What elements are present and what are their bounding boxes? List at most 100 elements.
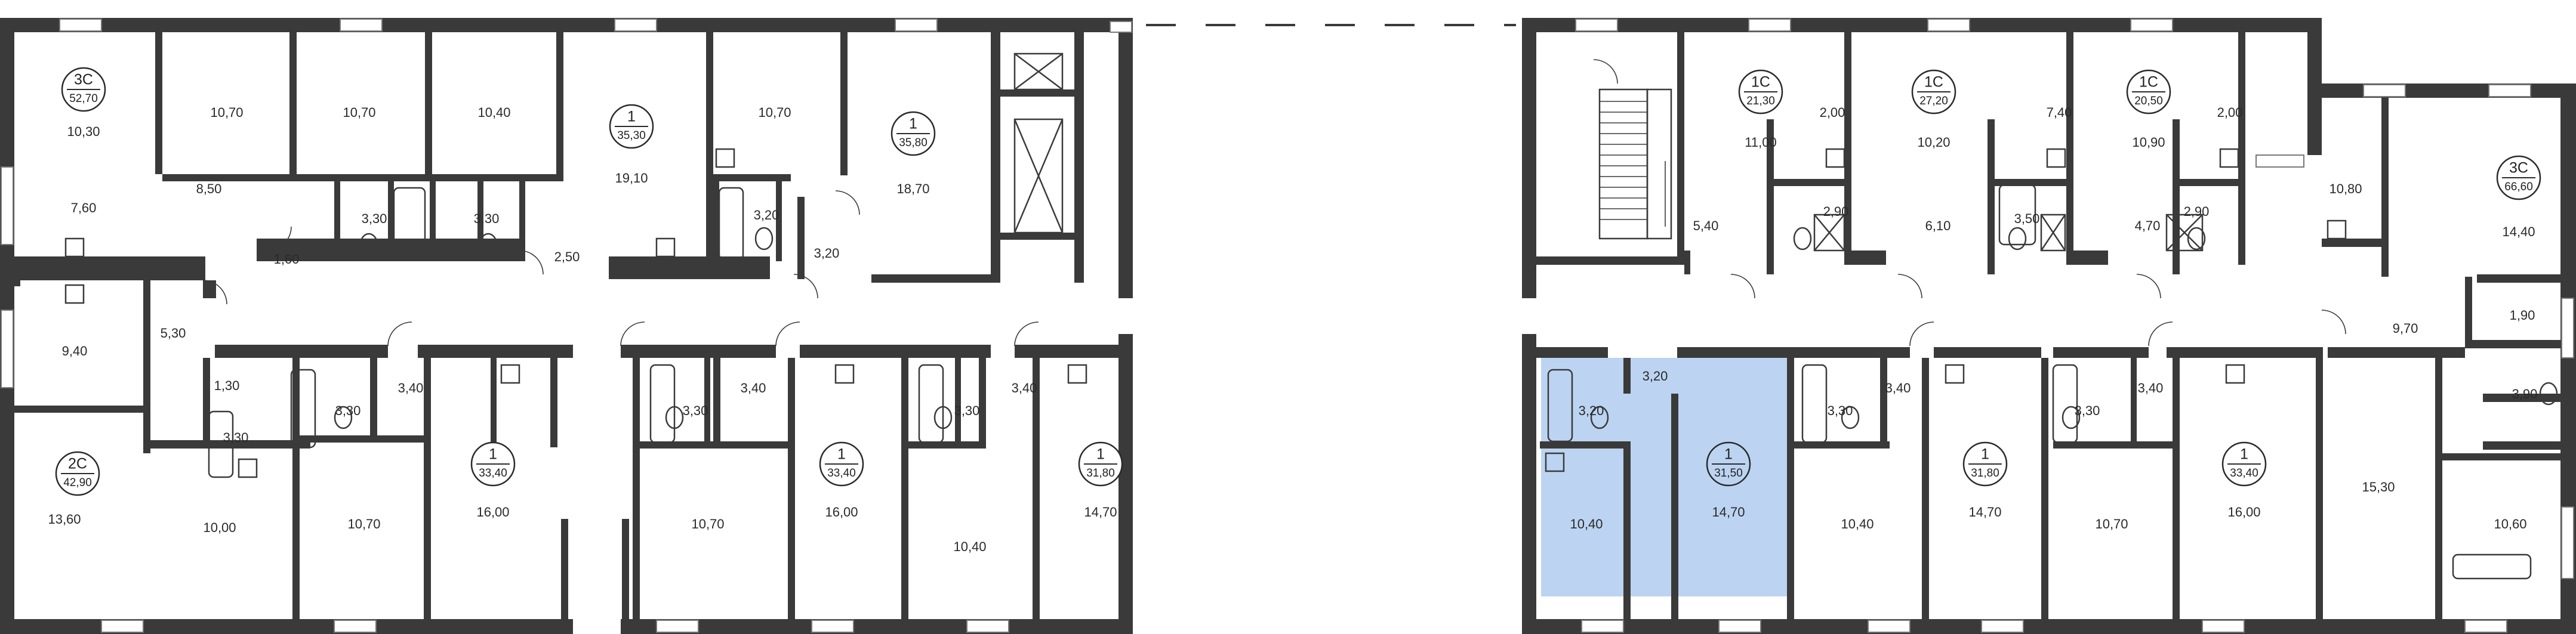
apartment-badge[interactable]: 1С 20,50 [2126,69,2171,115]
apartment-area: 35,30 [617,129,646,142]
room-area: 1,30 [214,378,240,393]
selected-apartment-highlight[interactable] [1541,358,1787,596]
apartment-area: 33,40 [479,467,507,480]
staircase [1598,88,1672,240]
plumbing-fixtures [64,148,2558,580]
apartment-badge[interactable]: 1 31,80 [1078,441,1123,487]
room-area: 6,10 [1925,218,1951,233]
apartment-area: 27,20 [1919,95,1948,107]
room-area: 3,40 [398,381,424,395]
windows [1,18,2574,633]
room-area: 2,90 [1823,204,1849,219]
room-area: 3,30 [223,430,249,445]
apartment-badge-selected[interactable]: 1 31,50 [1706,441,1751,487]
room-area: 10,00 [203,520,236,535]
room-area: 16,00 [825,505,858,519]
room-area-labels: 10,30 10,70 10,70 10,40 19,10 10,70 18,7… [48,105,2537,554]
apartment-badge[interactable]: 3С 52,70 [61,67,106,112]
apartment-badge[interactable]: 1 33,40 [2221,441,2267,487]
room-area: 10,70 [2095,517,2128,531]
apartment-area: 33,40 [827,467,856,480]
right-building-walls [1522,18,2576,634]
room-area: 3,30 [1828,403,1853,418]
apartment-code: 2С [68,456,87,472]
room-area: 14,70 [1968,505,2001,519]
apartment-badges: 3С 52,70 1 35,30 1 35,80 2С 42,90 1 33,4… [55,67,2541,496]
apartment-badge[interactable]: 1 35,80 [890,111,936,156]
room-area: 7,60 [71,200,97,215]
room-area: 10,30 [67,124,100,139]
room-area: 15,30 [2362,480,2395,494]
apartment-badge[interactable]: 1 35,30 [609,104,654,149]
room-area: 2,90 [2184,204,2210,219]
room-area: 1,90 [2510,308,2535,323]
room-area: 7,40 [2047,105,2072,120]
room-area: 10,40 [1570,517,1603,531]
room-area: 3,90 [2512,386,2538,401]
apartment-code: 3С [74,72,93,88]
apartment-code: 3С [2509,160,2528,177]
room-area: 2,00 [1820,105,1845,120]
room-area: 10,80 [2329,181,2362,196]
room-area: 10,60 [2494,517,2526,531]
room-area: 3,30 [954,403,980,418]
room-area: 10,20 [1917,135,1950,150]
room-area: 10,40 [953,539,986,554]
room-area: 9,40 [62,344,88,358]
room-area: 14,70 [1084,505,1117,519]
apartment-badge[interactable]: 1 31,80 [1962,441,2008,487]
apartment-area: 35,80 [899,137,928,149]
room-area: 16,00 [2227,505,2260,519]
apartment-area: 66,60 [2504,181,2533,193]
room-area: 3,30 [474,211,500,226]
room-area: 3,30 [2075,403,2100,418]
room-area: 10,70 [691,517,724,531]
apartment-area: 20,50 [2134,95,2163,107]
room-area: 10,70 [210,105,243,120]
room-area: 10,70 [343,105,375,120]
room-area: 8,50 [196,181,222,196]
room-area: 10,40 [1841,517,1874,531]
apartment-badge[interactable]: 2С 42,90 [55,451,100,496]
room-area: 3,40 [1885,381,1911,395]
apartment-code: 1 [1096,446,1105,463]
room-area: 11,00 [1745,135,1776,150]
room-area: 3,30 [335,403,361,418]
room-area: 10,40 [477,105,510,120]
apartment-code: 1 [2240,446,2248,463]
room-area: 10,70 [758,105,791,120]
room-area: 19,10 [615,171,648,185]
apartment-area: 31,80 [1086,467,1115,480]
apartment-badge[interactable]: 1С 21,30 [1738,69,1783,115]
room-area: 2,50 [554,249,580,264]
apartment-code: 1С [2139,74,2158,91]
apartment-code: 1 [1981,446,1989,463]
apartment-code: 1 [837,446,846,463]
apartment-area: 31,50 [1714,467,1743,480]
apartment-badge[interactable]: 1 33,40 [470,441,516,487]
apartment-area: 33,40 [2230,467,2258,480]
apartment-area: 52,70 [69,92,98,105]
room-area: 16,00 [476,505,509,519]
left-building-walls [0,18,1133,634]
apartment-badge[interactable]: 1 33,40 [819,441,864,487]
room-area: 3,20 [814,246,840,261]
room-area: 4,70 [2135,218,2161,233]
room-area: 2,00 [2217,105,2243,120]
room-area: 3,40 [2138,381,2164,395]
apartment-area: 42,90 [63,477,92,489]
apartment-code: 1 [909,116,917,132]
apartment-code: 1 [1724,446,1733,463]
room-area: 14,70 [1712,505,1745,519]
room-area: 1,60 [274,252,300,267]
room-area: 3,30 [683,403,708,418]
apartment-badge[interactable]: 3С 66,60 [2496,155,2541,200]
room-area: 13,60 [48,512,81,527]
apartment-badge[interactable]: 1С 27,20 [1911,69,1956,115]
apartment-code: 1С [1924,74,1943,91]
room-area: 9,70 [2393,321,2418,336]
room-area: 5,30 [161,326,186,341]
room-area: 5,40 [1693,218,1719,233]
apartment-code: 1 [627,109,636,125]
apartment-code: 1 [489,446,497,463]
